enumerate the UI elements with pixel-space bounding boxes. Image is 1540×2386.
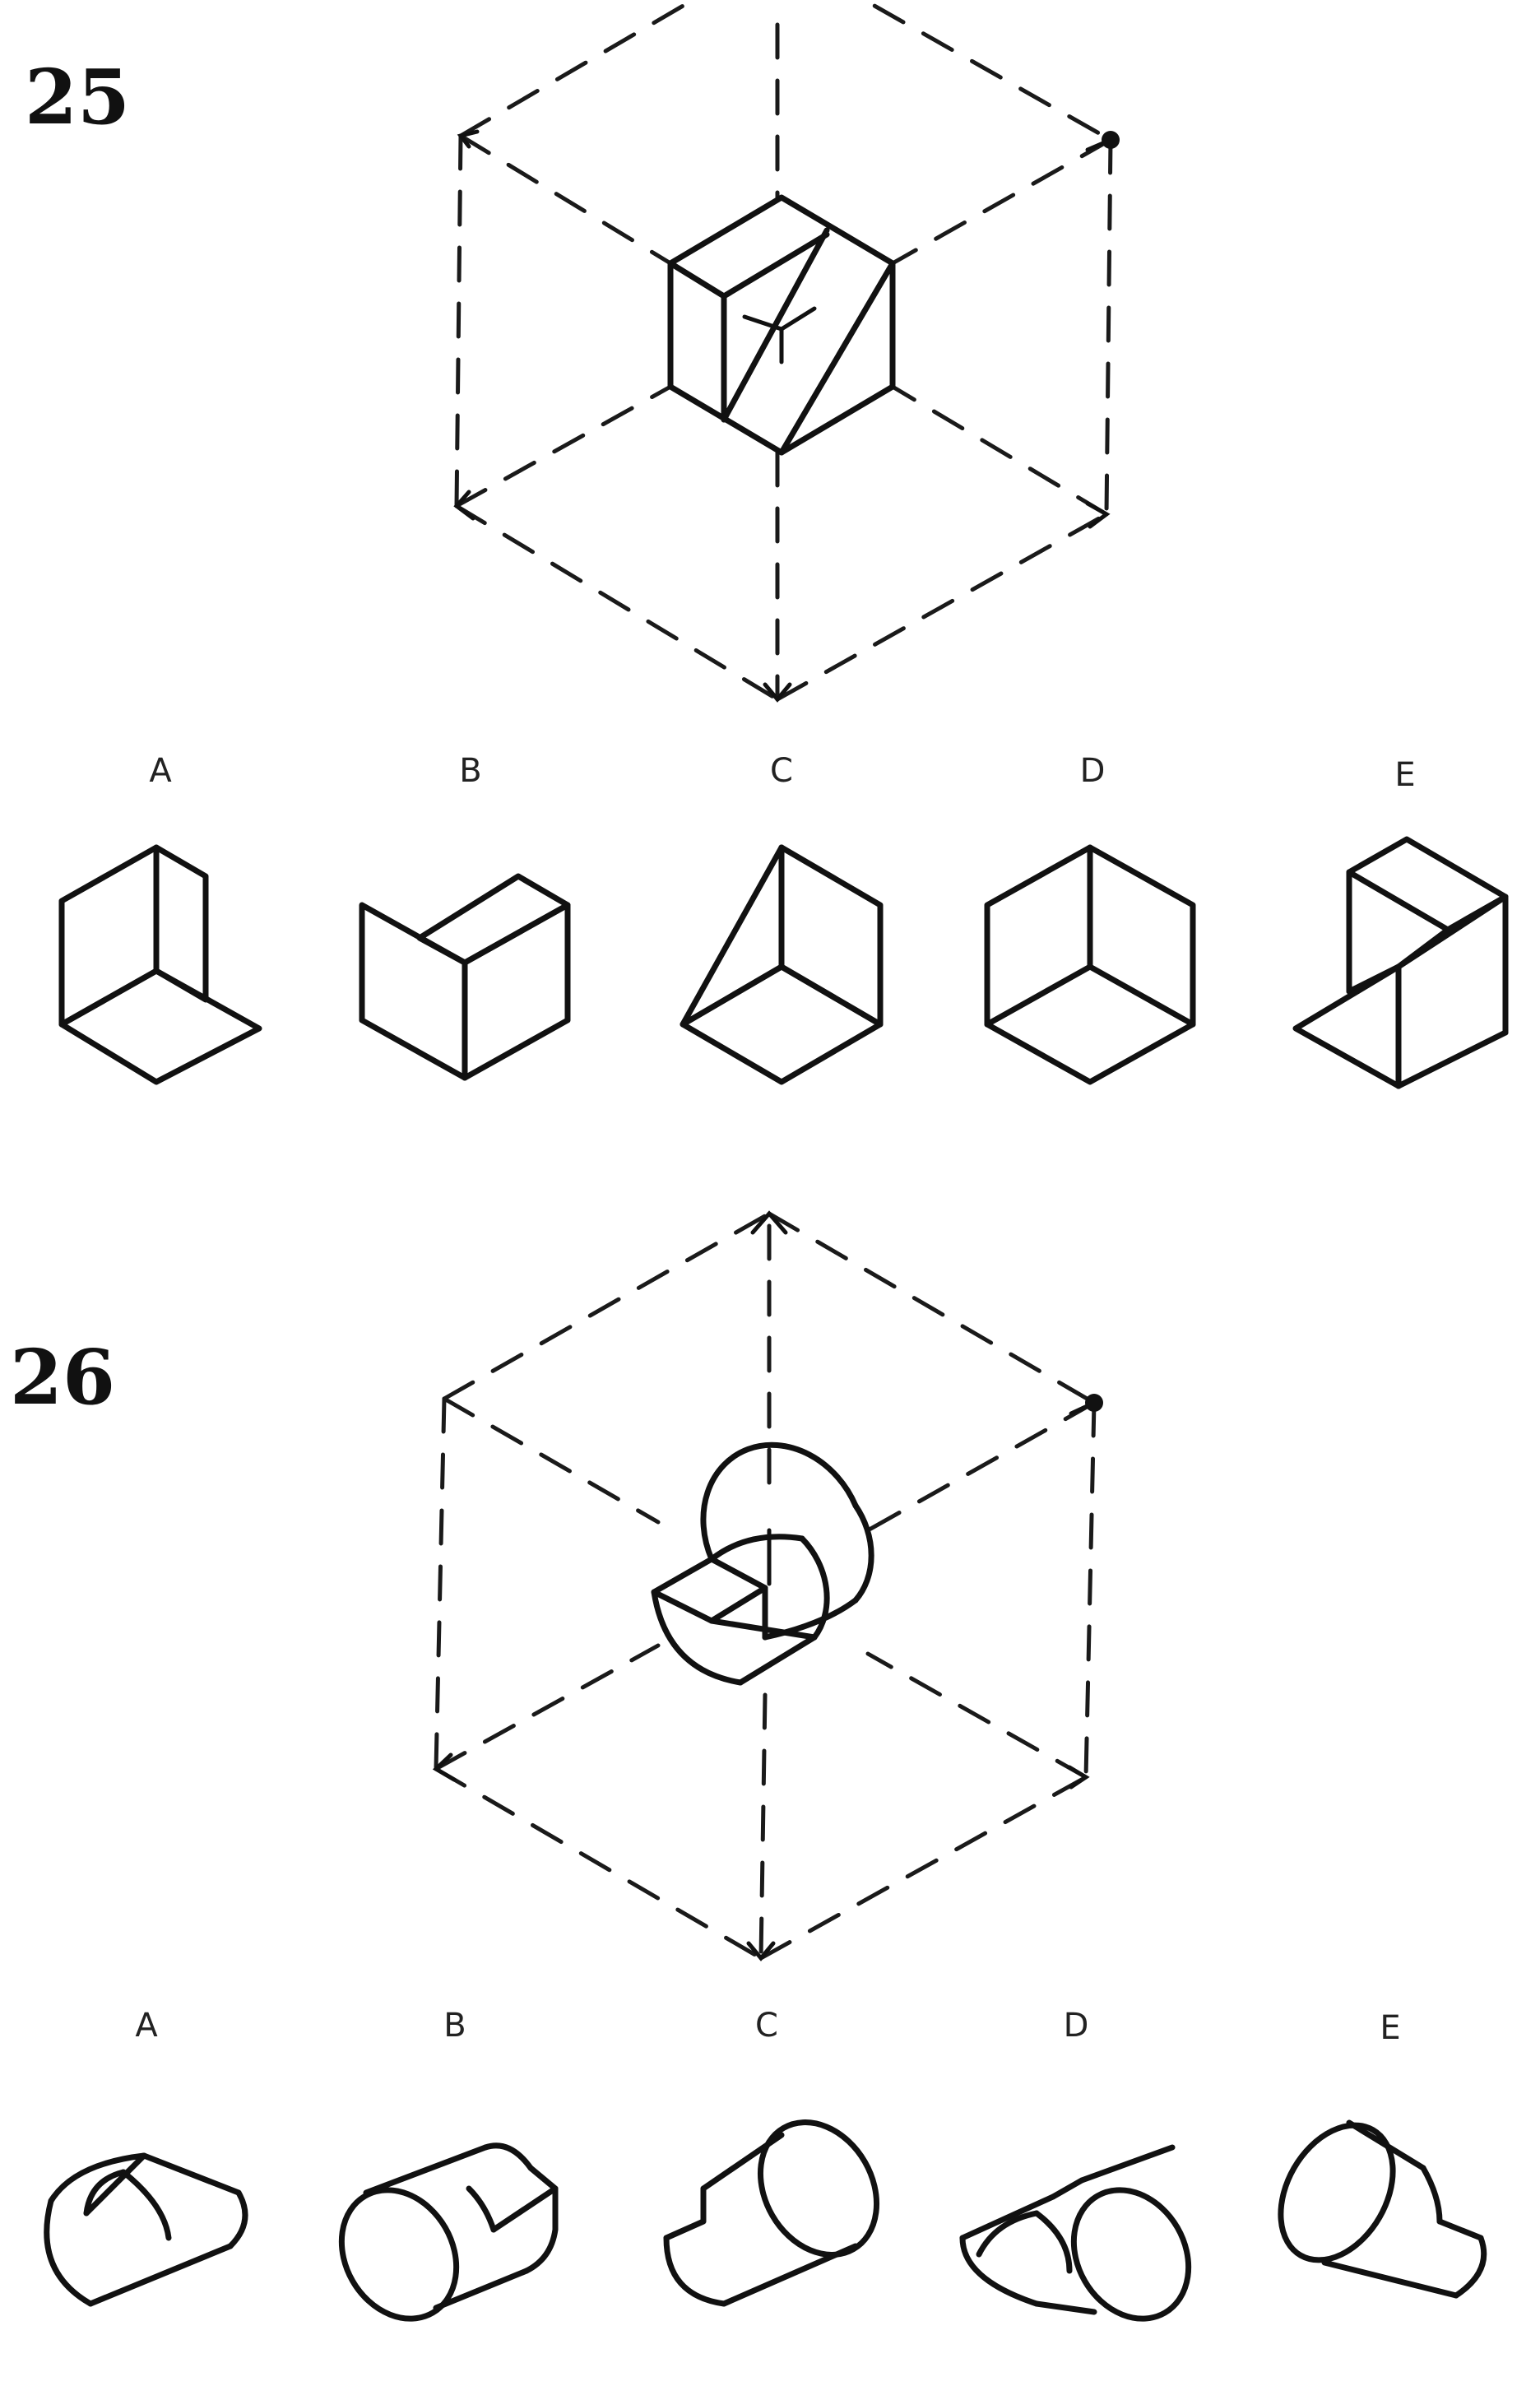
q25-inner-block [667, 194, 896, 456]
q26-option-label-a: A [135, 2007, 158, 2045]
q26-option-c-figure[interactable] [663, 2101, 900, 2307]
q25-option-d-figure[interactable] [984, 844, 1196, 1085]
q26-inner-block [651, 1441, 874, 1686]
q26-option-labels: A B C D E [135, 2007, 1400, 2047]
q25-option-label-c: C [770, 752, 793, 790]
q25-option-labels: A B C D E [149, 752, 1415, 794]
q25-option-b-figure[interactable] [359, 873, 571, 1081]
q26-option-label-b: B [443, 2007, 466, 2045]
q26-dashed-cube-frame [434, 1211, 1097, 1961]
q25-option-a-figure[interactable] [58, 844, 262, 1085]
q26-option-d-figure[interactable] [959, 2144, 1211, 2340]
q25-dashed-cube-frame [454, 0, 1113, 702]
q25-option-e-figure[interactable] [1292, 836, 1509, 1089]
q26-option-b-figure[interactable] [319, 2142, 559, 2340]
question-number-25: 25 [25, 53, 131, 142]
q26-option-a-figure[interactable] [44, 2152, 248, 2307]
q25-option-label-d: D [1080, 752, 1106, 790]
q26-corner-dot [1085, 1394, 1103, 1412]
q26-option-label-e: E [1380, 2009, 1400, 2047]
q26-option-e-figure[interactable] [1258, 2105, 1487, 2299]
q25-option-c-figure[interactable] [680, 844, 884, 1085]
q25-option-label-b: B [459, 752, 481, 790]
q25-axis-arrows [453, 129, 1113, 703]
q26-reference-cube [432, 1210, 1103, 1961]
q25-option-label-e: E [1394, 756, 1415, 794]
q25-corner-dot [1102, 131, 1120, 149]
q26-option-label-d: D [1064, 2007, 1089, 2045]
q25-option-label-a: A [149, 752, 172, 790]
q26-option-label-c: C [755, 2007, 778, 2045]
q25-reference-cube [453, 0, 1120, 703]
question-number-26: 26 [10, 1333, 116, 1422]
